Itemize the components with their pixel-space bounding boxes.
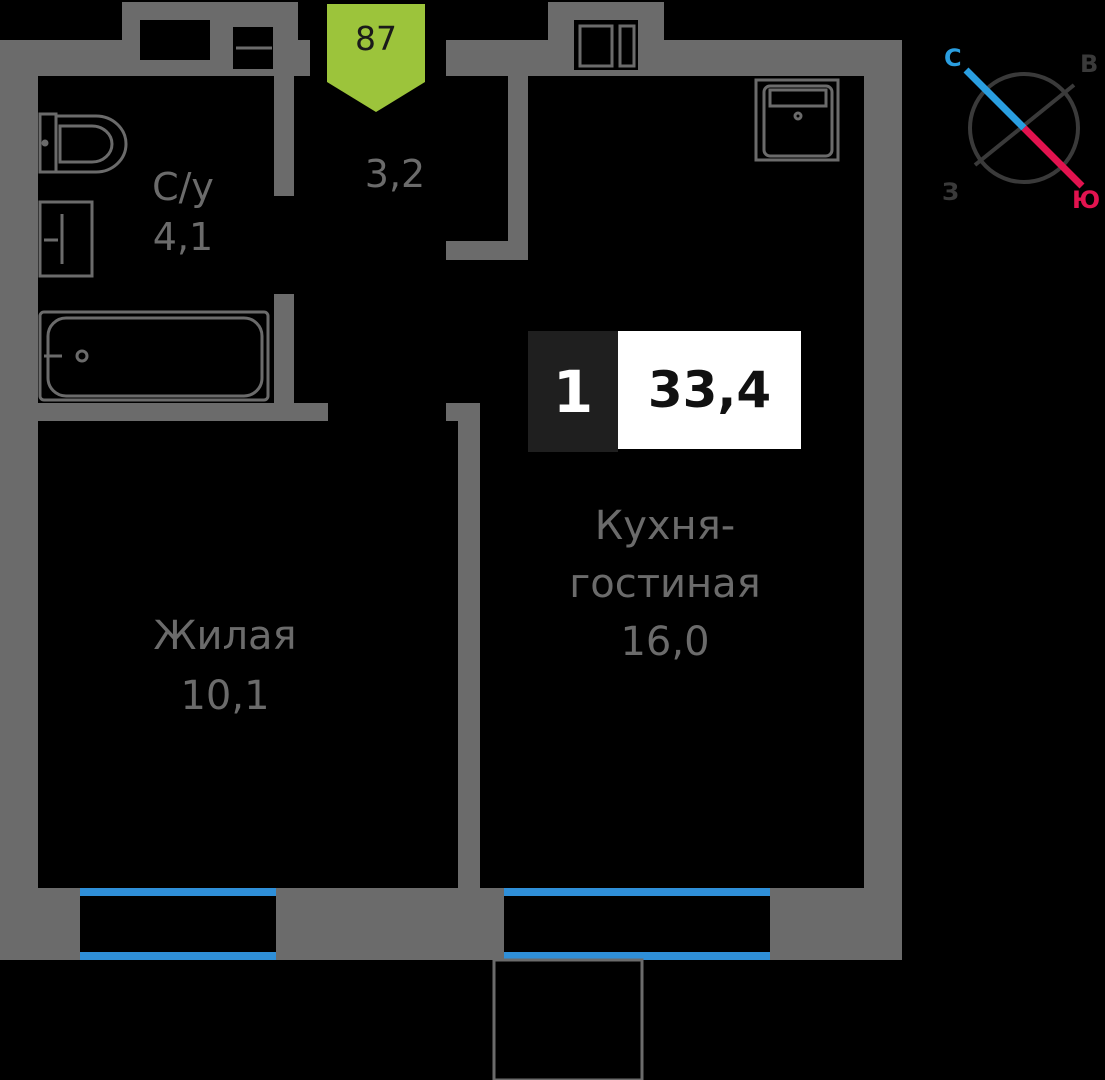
total-area-badge: 33,4 — [618, 331, 801, 449]
wall-hall-right — [508, 76, 528, 260]
kitchen-name-line2: гостиная — [569, 561, 761, 607]
kitchen-area: 16,0 — [620, 619, 710, 665]
wall-hall-stub — [446, 241, 528, 260]
bathroom-name: С/у — [152, 165, 214, 209]
compass-east-label: В — [1080, 50, 1099, 78]
sink-icon — [38, 200, 94, 278]
outer-walls — [0, 2, 902, 960]
wall-left — [0, 40, 38, 960]
bedroom-name: Жилая — [153, 613, 297, 659]
bedroom-area: 10,1 — [180, 673, 270, 719]
vent-shaft-1 — [140, 20, 210, 60]
wall-right — [864, 40, 902, 960]
compass-west-label: З — [942, 178, 960, 206]
bathtub-icon — [38, 310, 270, 402]
wall-bath-right-upper — [274, 40, 294, 196]
compass-icon — [963, 67, 1085, 189]
balcony — [492, 958, 644, 1080]
apartment-badge — [327, 4, 425, 112]
compass-south-label: Ю — [1072, 186, 1101, 214]
apartment-number: 87 — [355, 19, 397, 58]
wall-partition — [458, 403, 480, 888]
wall-bath-right-lower — [274, 294, 294, 404]
window-bedroom — [80, 888, 276, 960]
bathroom-area: 4,1 — [152, 215, 214, 259]
rooms-count-badge: 1 — [528, 331, 618, 452]
vent-shafts — [140, 20, 638, 71]
hall-area: 3,2 — [364, 152, 426, 196]
wall-top-right — [446, 40, 902, 76]
windows — [80, 888, 770, 960]
interior-walls — [38, 40, 528, 888]
wall-bath-bottom — [38, 403, 328, 421]
toilet-icon — [38, 112, 128, 174]
compass-north-label: С — [944, 44, 962, 72]
window-kitchen — [504, 888, 770, 960]
kitchen-sink-icon — [754, 78, 840, 162]
kitchen-name-line1: Кухня- — [594, 503, 736, 549]
